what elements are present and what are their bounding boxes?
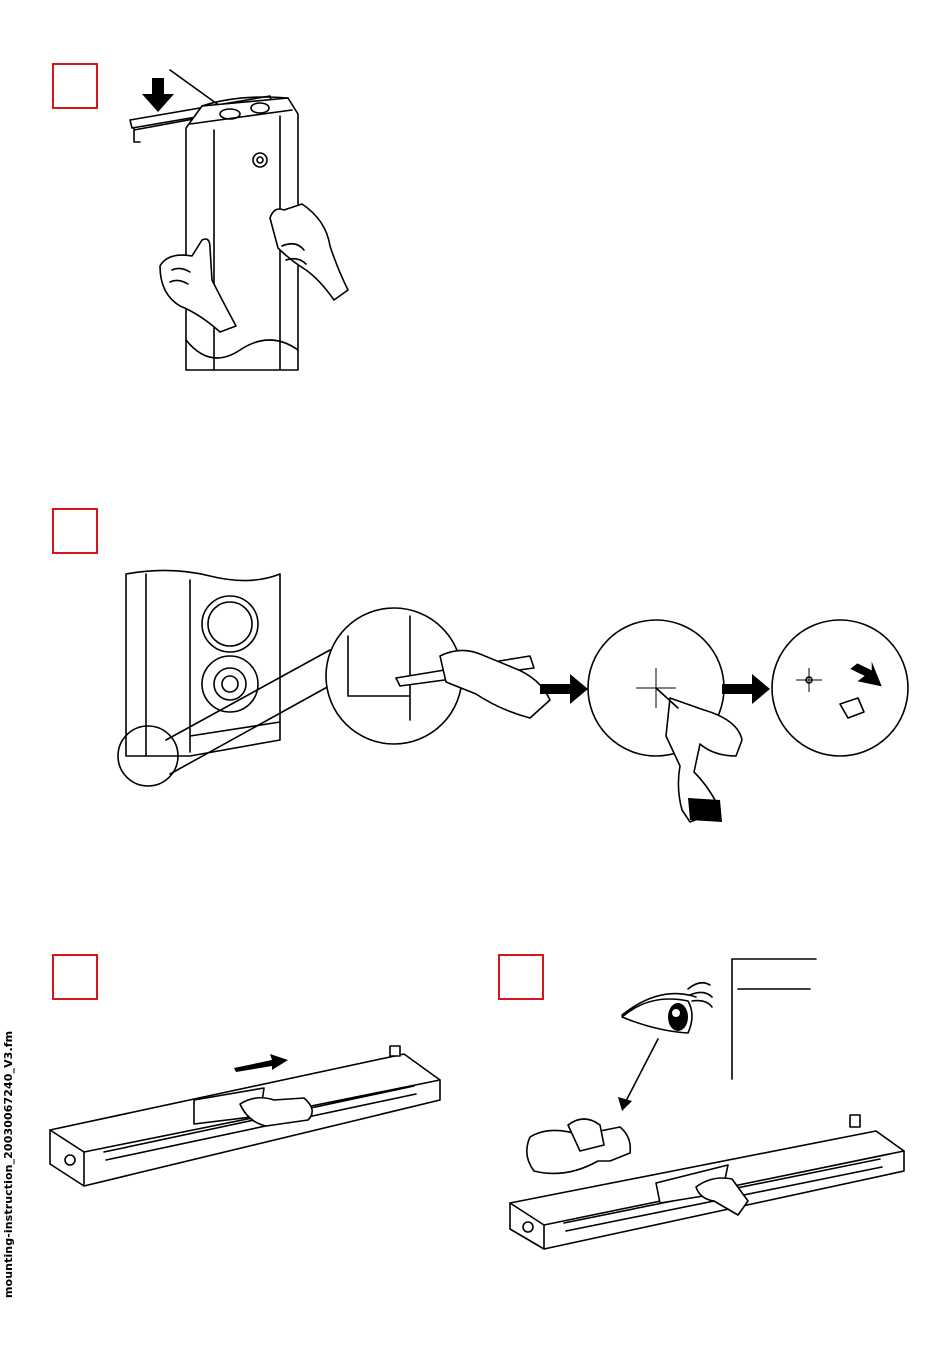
step-1-illustration [120, 70, 360, 370]
arrow-right-icon [234, 1054, 288, 1072]
side-label: mounting-instruction_20030067240_V3.fm [0, 1060, 20, 1300]
eye-icon [622, 983, 712, 1033]
step-2-box [52, 508, 98, 554]
step-3-box [52, 954, 98, 1000]
step-4-illustration [500, 955, 920, 1255]
side-label-text: mounting-instruction_20030067240_V3.fm [2, 1058, 22, 1298]
arrow-down-icon [142, 78, 174, 112]
step-2-illustration [110, 560, 910, 840]
step-1-box [52, 63, 98, 109]
step-3-illustration [44, 1040, 454, 1190]
